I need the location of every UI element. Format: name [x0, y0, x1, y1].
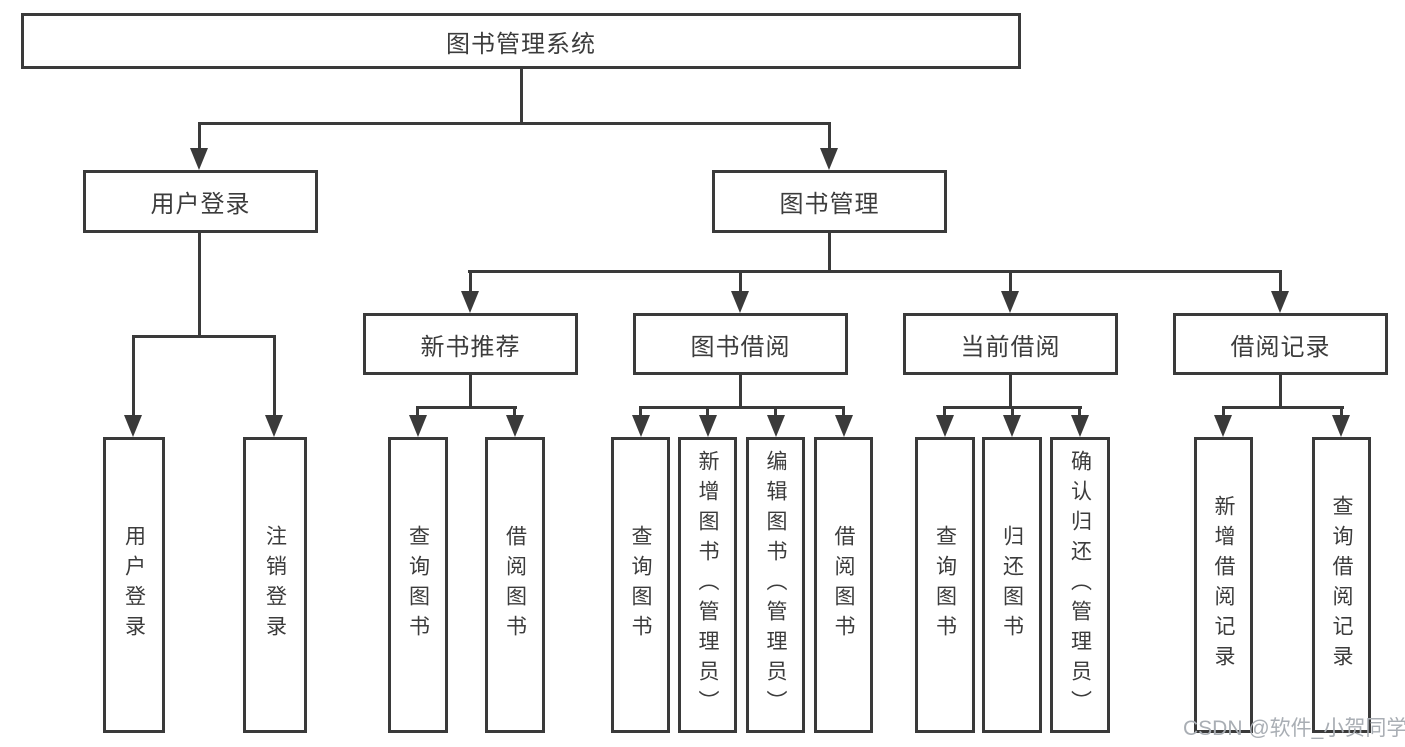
leaf-confirm-return-admin: 确认归还（管理员） [1050, 437, 1110, 733]
leaf-label: 新增图书（管理员） [696, 450, 719, 720]
connector-line [1009, 375, 1012, 406]
connector-line [1279, 375, 1282, 406]
connector-line [468, 270, 1282, 273]
leaf-label: 归还图书 [1000, 525, 1024, 645]
connector-line [469, 270, 472, 292]
leaf-query-borrow-record: 查询借阅记录 [1312, 437, 1371, 733]
connector-line [198, 122, 831, 125]
arrow-down-icon [1332, 415, 1350, 437]
arrow-down-icon [506, 415, 524, 437]
arrow-down-icon [1003, 415, 1021, 437]
connector-line [198, 233, 201, 335]
connector-line [1222, 406, 1344, 409]
connector-line [739, 270, 742, 292]
connector-line [739, 375, 742, 406]
connector-line [828, 122, 831, 149]
arrow-down-icon [1001, 291, 1019, 313]
arrow-down-icon [699, 415, 717, 437]
arrow-down-icon [124, 415, 142, 437]
connector-line [639, 406, 642, 416]
connector-line [416, 406, 517, 409]
leaf-borrow-books: 借阅图书 [814, 437, 873, 733]
arrow-down-icon [820, 148, 838, 170]
leaf-add-borrow-record: 新增借阅记录 [1194, 437, 1253, 733]
connector-line [513, 406, 516, 416]
leaf-edit-books-admin: 编辑图书（管理员） [746, 437, 805, 733]
leaf-label: 确认归还（管理员） [1068, 450, 1092, 720]
arrow-down-icon [1071, 415, 1089, 437]
connector-line [943, 406, 946, 416]
leaf-query-books: 查询图书 [388, 437, 448, 733]
arrow-down-icon [1271, 291, 1289, 313]
watermark: CSDN @软件_小贺同学 [1183, 717, 1405, 740]
arrow-down-icon [731, 291, 749, 313]
arrow-down-icon [409, 415, 427, 437]
node-current-borrow: 当前借阅 [903, 313, 1118, 375]
leaf-label: 查询借阅记录 [1330, 495, 1353, 675]
connector-line [520, 69, 523, 122]
leaf-label: 查询图书 [933, 525, 957, 645]
connector-line [469, 375, 472, 406]
connector-line [1222, 406, 1225, 416]
leaf-borrow-books: 借阅图书 [485, 437, 545, 733]
leaf-label: 注销登录 [263, 525, 287, 645]
connector-line [1009, 270, 1012, 292]
connector-line [639, 406, 845, 409]
arrow-down-icon [632, 415, 650, 437]
arrow-down-icon [1214, 415, 1232, 437]
connector-line [132, 335, 276, 338]
node-new-book-recommend: 新书推荐 [363, 313, 578, 375]
connector-line [1340, 406, 1343, 416]
arrow-down-icon [835, 415, 853, 437]
leaf-label: 借阅图书 [832, 525, 855, 645]
leaf-label: 编辑图书（管理员） [764, 450, 787, 720]
connector-line [828, 233, 831, 270]
connector-line [198, 122, 201, 149]
connector-line [273, 335, 276, 415]
connector-line [1279, 270, 1282, 292]
leaf-user-login: 用户登录 [103, 437, 165, 733]
leaf-label: 查询图书 [629, 525, 652, 645]
connector-line [842, 406, 845, 416]
arrow-down-icon [767, 415, 785, 437]
arrow-down-icon [265, 415, 283, 437]
node-borrow-records: 借阅记录 [1173, 313, 1388, 375]
node-library-system: 图书管理系统 [21, 13, 1021, 69]
arrow-down-icon [936, 415, 954, 437]
node-book-management: 图书管理 [712, 170, 947, 233]
leaf-label: 查询图书 [406, 525, 430, 645]
leaf-label: 借阅图书 [503, 525, 527, 645]
leaf-logout: 注销登录 [243, 437, 307, 733]
leaf-query-books: 查询图书 [611, 437, 670, 733]
connector-line [1078, 406, 1081, 416]
connector-line [1011, 406, 1014, 416]
leaf-add-books-admin: 新增图书（管理员） [678, 437, 737, 733]
connector-line [774, 406, 777, 416]
connector-line [416, 406, 419, 416]
node-book-borrow: 图书借阅 [633, 313, 848, 375]
arrow-down-icon [190, 148, 208, 170]
leaf-label: 用户登录 [122, 525, 146, 645]
connector-line [132, 335, 135, 415]
arrow-down-icon [461, 291, 479, 313]
leaf-label: 新增借阅记录 [1212, 495, 1235, 675]
leaf-query-books: 查询图书 [915, 437, 975, 733]
node-user-login: 用户登录 [83, 170, 318, 233]
leaf-return-books: 归还图书 [982, 437, 1042, 733]
connector-line [706, 406, 709, 416]
